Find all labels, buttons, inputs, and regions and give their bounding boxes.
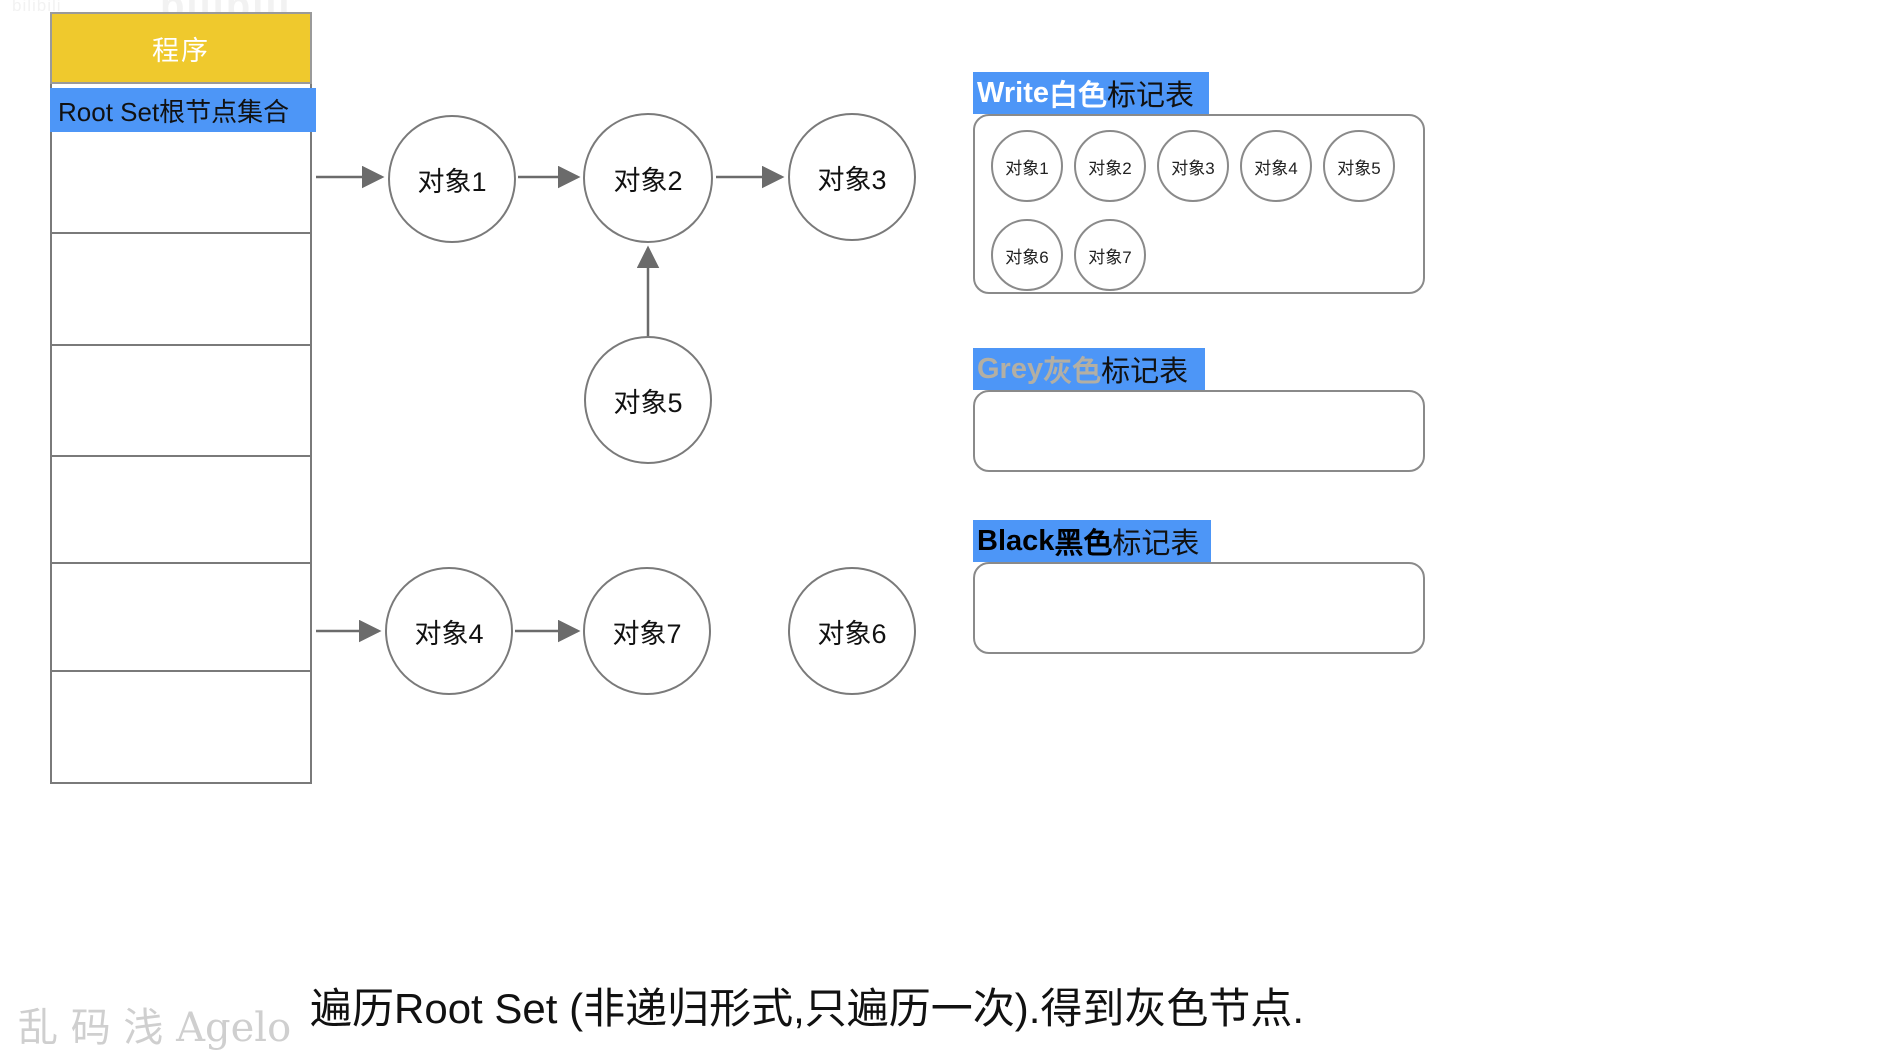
black-mark-table-body <box>973 562 1425 654</box>
graph-node-object1[interactable]: 对象1 <box>388 115 516 243</box>
graph-node-label: 对象2 <box>613 165 683 196</box>
graph-node-label: 对象6 <box>817 618 887 649</box>
root-set-row-divider <box>50 344 312 346</box>
white-table-chip[interactable]: 对象3 <box>1157 130 1229 202</box>
white-table-header-en: Write <box>977 76 1049 109</box>
root-set-row-divider <box>50 670 312 672</box>
white-mark-table-body: 对象1 对象2 对象3 对象4 对象5 对象6 对象7 <box>973 114 1425 294</box>
chip-label: 对象1 <box>1005 158 1049 178</box>
black-table-header-tail: 标记表 <box>1112 528 1200 560</box>
watermark-small-text: bilibili <box>12 0 62 15</box>
program-box-label: 程序 <box>152 35 210 66</box>
graph-node-label: 对象7 <box>612 618 682 649</box>
graph-node-label: 对象5 <box>613 387 683 418</box>
graph-node-object3[interactable]: 对象3 <box>788 113 916 241</box>
white-mark-table-header: Write 白色 标记表 <box>973 72 1209 114</box>
white-table-header-zh: 白色 <box>1048 80 1107 112</box>
graph-node-object6[interactable]: 对象6 <box>788 567 916 695</box>
chip-label: 对象6 <box>1005 247 1049 267</box>
graph-node-object2[interactable]: 对象2 <box>583 113 713 243</box>
diagram-caption: 遍历Root Set (非递归形式,只遍历一次).得到灰色节点. <box>310 985 1305 1032</box>
white-table-chip[interactable]: 对象2 <box>1074 130 1146 202</box>
white-table-chip[interactable]: 对象1 <box>991 130 1063 202</box>
root-set-table <box>50 84 312 784</box>
white-table-header-tail: 标记表 <box>1107 80 1195 112</box>
grey-mark-table-header: Grey 灰色 标记表 <box>973 348 1205 390</box>
author-watermark-bottom: 乱 码 浅 Agelo <box>18 1005 292 1051</box>
chip-label: 对象5 <box>1337 158 1381 178</box>
white-table-chip[interactable]: 对象5 <box>1323 130 1395 202</box>
chip-label: 对象2 <box>1088 158 1132 178</box>
root-set-header-label: Root Set根节点集合 <box>58 96 290 127</box>
graph-node-label: 对象4 <box>414 618 484 649</box>
program-box: 程序 <box>50 12 312 84</box>
graph-node-object7[interactable]: 对象7 <box>583 567 711 695</box>
grey-table-header-zh: 灰色 <box>1043 356 1102 388</box>
root-set-row-divider <box>50 562 312 564</box>
grey-mark-table-body <box>973 390 1425 472</box>
white-table-chip[interactable]: 对象4 <box>1240 130 1312 202</box>
grey-table-header-en: Grey <box>977 352 1044 385</box>
graph-node-label: 对象3 <box>817 164 887 195</box>
black-mark-table-header: Black 黑色 标记表 <box>973 520 1211 562</box>
graph-node-object4[interactable]: 对象4 <box>385 567 513 695</box>
black-table-header-en: Black <box>977 524 1055 557</box>
root-set-row-divider <box>50 232 312 234</box>
chip-label: 对象3 <box>1171 158 1215 178</box>
chip-label: 对象4 <box>1254 158 1298 178</box>
grey-table-header-tail: 标记表 <box>1101 356 1189 388</box>
graph-node-label: 对象1 <box>417 166 487 197</box>
root-set-row-divider <box>50 455 312 457</box>
chip-label: 对象7 <box>1088 247 1132 267</box>
graph-node-object5[interactable]: 对象5 <box>584 336 712 464</box>
white-table-chip[interactable]: 对象7 <box>1074 219 1146 291</box>
black-table-header-zh: 黑色 <box>1054 528 1113 560</box>
white-table-chip[interactable]: 对象6 <box>991 219 1063 291</box>
root-set-header: Root Set根节点集合 <box>50 88 316 132</box>
